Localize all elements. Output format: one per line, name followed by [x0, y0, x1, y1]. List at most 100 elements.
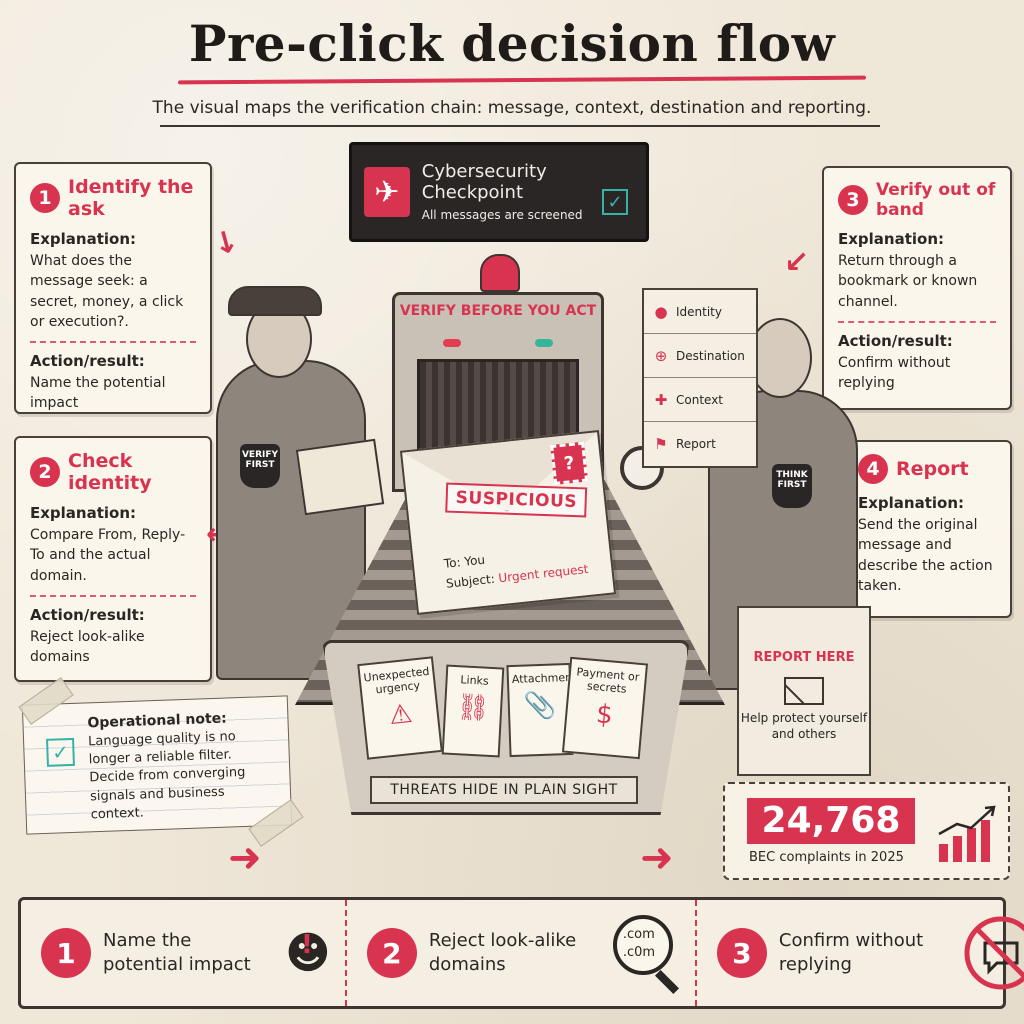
checklist-item: ✚ Context: [644, 378, 756, 422]
step-card-3: 3 Verify out of band Explanation: Return…: [822, 166, 1012, 410]
envelope-subject-value: Urgent request: [497, 561, 590, 586]
envelope-subject-label: Subject:: [445, 571, 496, 591]
action-text: Reject look-alike domains: [30, 628, 145, 666]
report-box-text: Help protect yourself and others: [740, 711, 868, 741]
paperclip-icon: 📎: [523, 690, 557, 722]
subtitle-rule: [160, 125, 880, 127]
step-card-2: 2 Check identity Explanation: Compare Fr…: [14, 436, 212, 682]
globe-icon: ⊕: [654, 346, 668, 365]
explanation-label: Explanation:: [30, 504, 137, 522]
question-stamp-icon: ?: [550, 441, 589, 485]
scanner-label: VERIFY BEFORE YOU ACT: [399, 303, 597, 319]
summary-number-badge: 1: [41, 928, 91, 978]
threat-label: Payment or secrets: [576, 665, 640, 696]
summary-number-badge: 3: [716, 928, 767, 978]
badge-think-first: THINK FIRST: [772, 464, 812, 508]
stat-value: 24,768: [747, 798, 915, 844]
summary-text: Reject look-alike domains: [428, 929, 577, 975]
threat-card-urgency: Unexpected urgency ⚠: [357, 656, 443, 760]
summary-item-3: 3 Confirm without replying: [697, 900, 1024, 1006]
threat-card-payment: Payment or secrets $: [561, 656, 649, 760]
head-alert-icon: ☻ !: [285, 927, 331, 979]
checklist-item: ⚑ Report: [644, 422, 756, 466]
checkmark-icon: ✓: [602, 189, 628, 215]
suspicious-stamp: SUSPICIOUS: [445, 482, 588, 518]
step-number-badge: 1: [30, 183, 60, 213]
step-number-badge: 4: [858, 454, 888, 484]
flag-icon: ⚑: [654, 435, 668, 453]
operational-note: ✓ Operational note: Language quality is …: [21, 695, 293, 835]
explanation-text: What does the message seek: a secret, mo…: [30, 253, 184, 330]
page-title: Pre-click decision flow: [188, 14, 836, 73]
tray-label: THREATS HIDE IN PLAIN SIGHT: [370, 776, 638, 804]
action-text: Confirm without replying: [838, 354, 951, 392]
stat-box: 24,768 BEC complaints in 2025: [723, 782, 1010, 880]
step-number-badge: 3: [838, 185, 868, 215]
checkbox-checked-icon: ✓: [46, 737, 75, 767]
card-divider: [30, 594, 196, 597]
summary-number-badge: 2: [366, 928, 417, 978]
arrow-right-icon: ➜: [640, 835, 674, 881]
summary-item-1: 1 Name the potential impact ☻ !: [21, 900, 347, 1006]
airplane-icon: ✈: [364, 167, 410, 217]
report-dropbox: REPORT HERE Help protect yourself and ot…: [737, 606, 871, 776]
checklist-item: ● Identity: [644, 290, 756, 334]
envelope-to: To: You: [443, 552, 486, 571]
step-title: Check identity: [68, 450, 152, 494]
money-bag-icon: $: [594, 699, 614, 731]
action-label: Action/result:: [838, 331, 953, 350]
explanation-label: Explanation:: [838, 230, 945, 248]
explanation-text: Compare From, Reply-To and the actual do…: [30, 527, 186, 584]
magnifier-domain-icon: .com .c0m: [611, 913, 681, 995]
suspicious-envelope: ? SUSPICIOUS To: You Subject: Urgent req…: [399, 429, 617, 616]
explanation-label: Explanation:: [30, 230, 137, 248]
step-title: Verify out of band: [876, 180, 996, 220]
arrow-icon: ↙: [784, 245, 810, 280]
threat-label: Links: [460, 673, 490, 688]
page-subtitle: The visual maps the verification chain: …: [152, 98, 872, 118]
step-number-badge: 2: [30, 457, 60, 487]
red-led: [443, 339, 461, 347]
action-label: Action/result:: [30, 352, 145, 371]
checklist-label: Identity: [676, 304, 722, 319]
explanation-text: Send the original message and describe t…: [858, 517, 993, 594]
badge-verify-first: VERIFY FIRST: [240, 444, 280, 488]
summary-text: Name the potential impact: [103, 929, 251, 975]
checklist-label: Context: [676, 392, 724, 407]
no-reply-icon: [964, 916, 1024, 990]
alarm-beacon: [480, 254, 520, 292]
explanation-label: Explanation:: [858, 494, 965, 512]
card-divider: [838, 320, 996, 323]
explanation-text: Return through a bookmark or known chann…: [838, 253, 978, 310]
link-icon: ⛓: [455, 692, 491, 724]
summary-item-2: 2 Reject look-alike domains .com .c0m: [347, 900, 697, 1006]
threat-label: Attachments: [511, 670, 583, 686]
domain-text: .c0m: [622, 945, 656, 960]
summary-text: Confirm without replying: [778, 929, 924, 975]
warning-icon: ⚠: [387, 698, 414, 732]
summary-bar: 1 Name the potential impact ☻ ! 2 Reject…: [18, 897, 1024, 1009]
arrow-right-icon: ➜: [228, 835, 262, 881]
note-text: Language quality is no longer a reliable…: [87, 729, 246, 823]
step-card-1: 1 Identify the ask Explanation: What doe…: [14, 162, 212, 414]
stat-caption: BEC complaints in 2025: [749, 850, 904, 865]
envelope-icon: [784, 677, 824, 705]
step-title: Identify the ask: [68, 176, 194, 220]
officer-cap: [228, 286, 322, 316]
action-text: Name the potential impact: [30, 375, 166, 412]
person-icon: ●: [654, 302, 668, 321]
threat-card-links: Links ⛓: [441, 664, 505, 758]
clipboard-icon: [295, 438, 385, 516]
action-label: Action/result:: [30, 605, 145, 624]
checklist-label: Report: [676, 437, 716, 451]
checklist-item: ⊕ Destination: [644, 334, 756, 378]
card-divider: [30, 341, 196, 344]
step-title: Report: [896, 458, 969, 480]
report-box-title: REPORT HERE: [753, 650, 855, 665]
officer-right-head: [748, 318, 812, 398]
rising-bars-icon: [938, 805, 996, 862]
checklist-board: ● Identity ⊕ Destination ✚ Context ⚑ Rep…: [642, 288, 758, 468]
step-card-4: 4 Report Explanation: Send the original …: [842, 440, 1012, 618]
sign-subtitle: All messages are screened: [421, 207, 583, 222]
checkpoint-sign: ✈ Cybersecurity Checkpoint All messages …: [349, 142, 649, 242]
